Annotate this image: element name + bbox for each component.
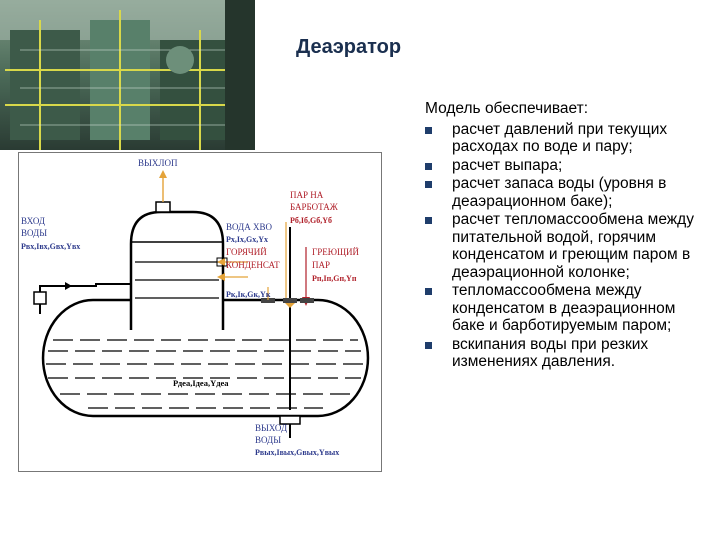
label-exhaust: ВЫХЛОП <box>138 158 178 168</box>
svg-text:КОНДЕНСАТ: КОНДЕНСАТ <box>226 260 280 270</box>
label-heating-steam: ГРЕЮЩИЙ ПАР Рп,Iп,Gп,Yп <box>312 247 360 283</box>
svg-text:Рвх,Iвх,Gвх,Yвх: Рвх,Iвх,Gвх,Yвх <box>21 242 80 251</box>
slide-title: Деаэратор <box>296 36 402 58</box>
svg-text:ПАР: ПАР <box>312 260 330 270</box>
list-item: расчет выпара; <box>425 157 710 175</box>
label-tank-params: Рдеа,Iдеа,Yдеа <box>173 378 229 388</box>
label-hvo-water: ВОДА ХВО Рх,Iх,Gх,Yх <box>226 222 272 244</box>
list-item: тепломассообмена между конденсатом в деа… <box>425 282 710 335</box>
label-barbotage-steam: ПАР НА БАРБОТАЖ Рб,Iб,Gб,Yб <box>290 190 339 225</box>
deaeration-tank <box>41 298 370 418</box>
svg-text:ГОРЯЧИЙ: ГОРЯЧИЙ <box>226 247 267 257</box>
list-item: расчет тепломассообмена между питательно… <box>425 211 710 281</box>
square-bullet-icon <box>425 162 432 170</box>
svg-text:ВОДА ХВО: ВОДА ХВО <box>226 222 272 232</box>
svg-text:Рп,Iп,Gп,Yп: Рп,Iп,Gп,Yп <box>312 274 357 283</box>
deaerator-diagram: ВЫХЛОП ВХОД ВОДЫ Рвх,Iвх,Gвх,Yвх ВОДА ХВ… <box>18 152 382 472</box>
list-item: расчет запаса воды (уровня в деаэрационн… <box>425 175 710 210</box>
square-bullet-icon <box>425 181 432 188</box>
svg-text:ПАР НА: ПАР НА <box>290 190 324 200</box>
svg-text:Рб,Iб,Gб,Yб: Рб,Iб,Gб,Yб <box>290 216 332 225</box>
model-intro: Модель обеспечивает: <box>425 100 589 117</box>
svg-text:БАРБОТАЖ: БАРБОТАЖ <box>290 202 339 212</box>
model-bullet-list: расчет давлений при текущих расходах по … <box>425 121 710 371</box>
water-level-lines <box>46 339 363 409</box>
model-description: Модель обеспечивает: расчет давлений при… <box>425 100 710 372</box>
deaeration-column <box>129 210 225 330</box>
square-bullet-icon <box>425 126 432 134</box>
svg-text:ВХОД: ВХОД <box>21 216 45 226</box>
svg-text:ВОДЫ: ВОДЫ <box>255 435 281 445</box>
label-hot-condensate: ГОРЯЧИЙ КОНДЕНСАТ <box>226 247 280 270</box>
label-water-in: ВХОД ВОДЫ Рвх,Iвх,Gвх,Yвх <box>21 216 80 251</box>
list-item: вскипания воды при резких изменениях дав… <box>425 336 710 371</box>
square-bullet-icon <box>425 288 432 295</box>
svg-text:ВЫХОД: ВЫХОД <box>255 423 287 433</box>
svg-text:Рвых,Iвых,Gвых,Yвых: Рвых,Iвых,Gвых,Yвых <box>255 448 339 457</box>
svg-text:ГРЕЮЩИЙ: ГРЕЮЩИЙ <box>312 247 360 257</box>
label-hot-condensate-params: Рк,Iк,Gк,Yк <box>226 290 271 299</box>
svg-text:Рх,Iх,Gх,Yх: Рх,Iх,Gх,Yх <box>226 235 268 244</box>
label-water-out: ВЫХОД ВОДЫ Рвых,Iвых,Gвых,Yвых <box>255 423 339 457</box>
list-item: расчет давлений при текущих расходах по … <box>425 121 710 156</box>
square-bullet-icon <box>425 341 432 349</box>
plant-photo <box>0 0 255 150</box>
svg-text:ВОДЫ: ВОДЫ <box>21 228 47 238</box>
square-bullet-icon <box>425 217 432 224</box>
